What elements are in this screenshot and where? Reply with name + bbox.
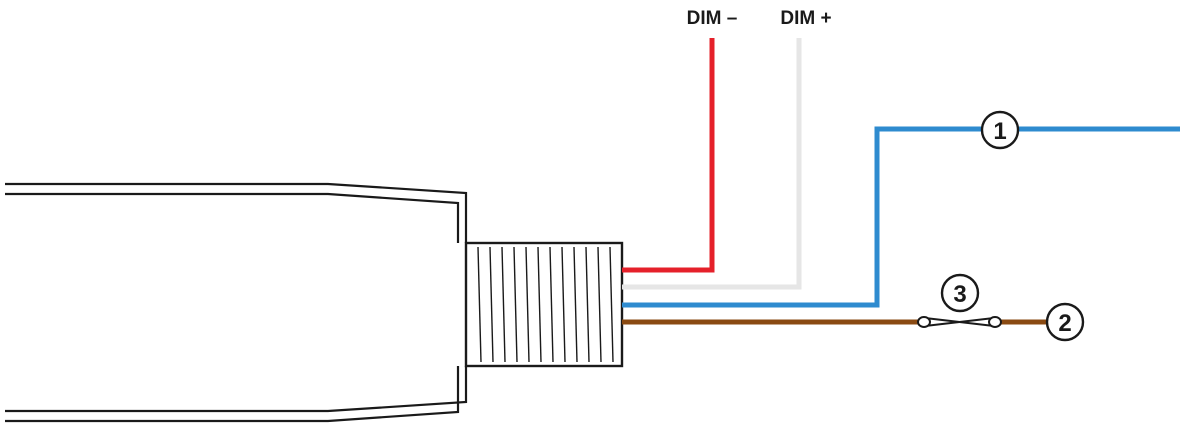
dim-plus-wire xyxy=(622,38,802,290)
thread-line xyxy=(537,246,542,363)
callout-1: 1 xyxy=(980,110,1020,150)
thread-line xyxy=(513,246,518,363)
callout-3: 3 xyxy=(940,273,980,313)
thread-line xyxy=(477,246,482,363)
gland-thread-lines xyxy=(477,246,614,363)
dim-minus-label: DIM – xyxy=(687,8,738,29)
callout-2-number: 2 xyxy=(1058,310,1071,337)
thread-line xyxy=(597,246,602,363)
thread-line xyxy=(489,246,494,363)
callout-3-number: 3 xyxy=(953,281,966,308)
callout-1-number: 1 xyxy=(993,118,1006,145)
luminaire-body xyxy=(5,182,468,423)
blue-wire xyxy=(622,126,1180,308)
thread-line xyxy=(561,246,566,363)
switch-symbol xyxy=(917,316,1002,328)
thread-line xyxy=(585,246,590,363)
thread-line xyxy=(525,246,530,363)
thread-line xyxy=(549,246,554,363)
dim-minus-wire xyxy=(622,38,715,273)
thread-line xyxy=(501,246,506,363)
callout-2: 2 xyxy=(1045,302,1085,342)
cable-gland xyxy=(464,241,624,368)
thread-line xyxy=(609,246,614,363)
dim-plus-label: DIM + xyxy=(780,8,831,29)
thread-line xyxy=(573,246,578,363)
